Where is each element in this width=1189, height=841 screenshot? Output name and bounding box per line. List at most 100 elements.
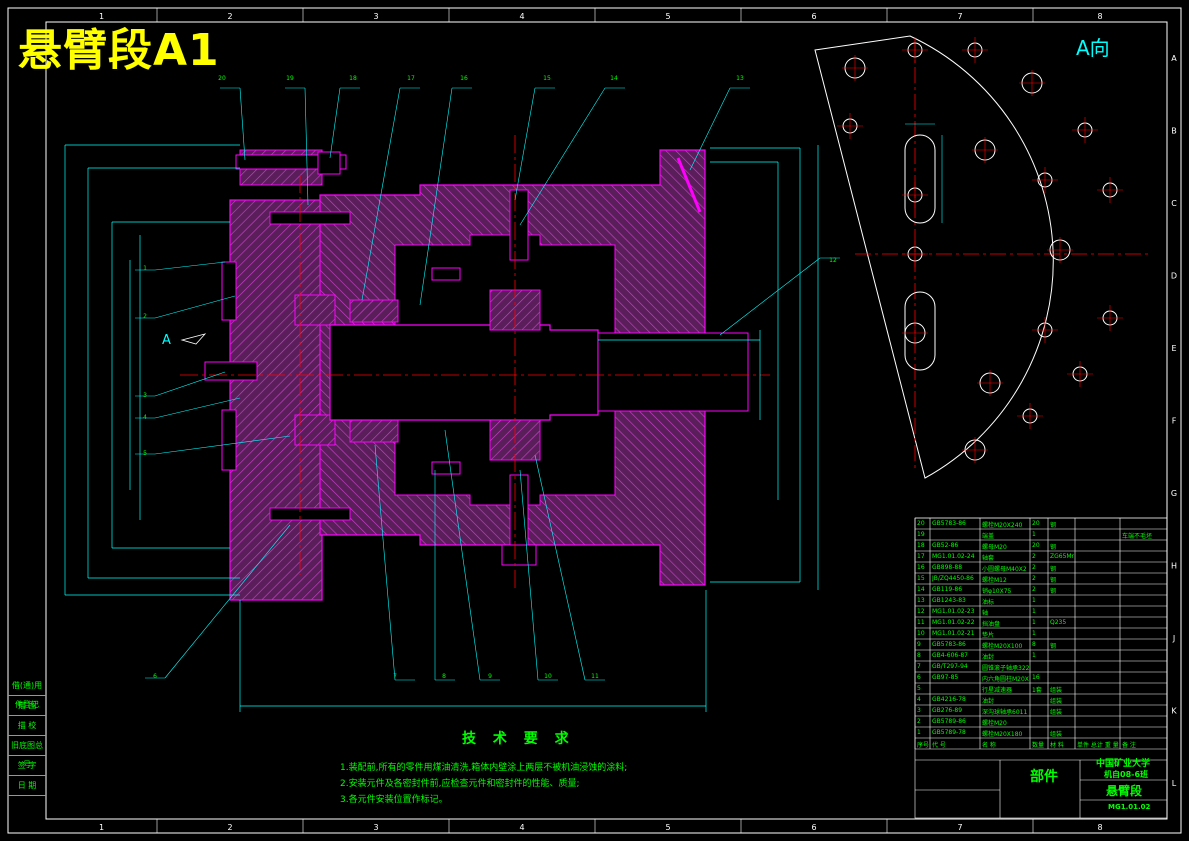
parts-cell: 内六角圆柱M20X20 [982, 676, 1029, 683]
parts-cell: 18 [917, 542, 925, 549]
parts-cell: GB4216-78 [932, 696, 966, 703]
parts-cell: MG1.01.02-24 [932, 553, 975, 560]
zone-number: 1 [99, 823, 104, 832]
callout-label: 16 [460, 75, 468, 82]
tech-notes: 1.装配前,所有的零件用煤油清洗,箱体内壁涂上两层不被机油浸蚀的涂料; 2.安装… [340, 760, 627, 808]
hole-centerline [1032, 167, 1058, 193]
slot-top [904, 134, 936, 224]
parts-cell: 1套 [1032, 687, 1042, 694]
callout-label: 4 [143, 414, 147, 421]
parts-cell: 组装 [1050, 698, 1063, 705]
pin-nut [501, 544, 537, 566]
hole-centerline [902, 37, 928, 63]
parts-cell: ZG65Mn [1050, 553, 1074, 560]
hole-centerline [1047, 237, 1073, 263]
parts-cell: GB4-606-87 [932, 652, 968, 659]
bearing-bottom-left [294, 414, 336, 446]
zone-number: 7 [957, 12, 962, 21]
oil-plug [204, 361, 258, 381]
parts-cell: 14 [917, 586, 925, 593]
hole-centerline [902, 320, 928, 346]
hole-centerline [972, 137, 998, 163]
parts-header-cell: 材 料 [1050, 742, 1064, 749]
parts-header-cell: 名 称 [982, 742, 996, 749]
parts-cell: 1 [917, 729, 921, 736]
zone-number: 7 [957, 823, 962, 832]
callout-label: 13 [736, 75, 744, 82]
callout-label: 20 [218, 75, 226, 82]
parts-cell: MG1.01.02-23 [932, 608, 975, 615]
zone-letter: B [1171, 127, 1177, 136]
output-spline [597, 332, 749, 412]
zone-number: 6 [811, 823, 816, 832]
slot-bottom [904, 291, 936, 371]
parts-cell: 钢 [1050, 588, 1057, 595]
parts-cell: 17 [917, 553, 925, 560]
parts-cell: 油封 [982, 698, 995, 705]
parts-cell: 端盖 [982, 533, 995, 540]
zone-number: 3 [373, 823, 378, 832]
parts-header-cell: 代 号 [932, 742, 946, 749]
oil-gauge [676, 157, 702, 213]
drawing-number: MG1.01.02 [1108, 803, 1151, 811]
hole-centerline [962, 37, 988, 63]
zone-grid [156, 8, 1034, 833]
zone-letter: G [1171, 489, 1177, 498]
callout-label: 12 [829, 257, 837, 264]
drawing-title: 悬臂段A1 [18, 25, 220, 76]
section-arrow [180, 333, 207, 345]
zone-number: 4 [519, 823, 524, 832]
hole-centerline [1017, 403, 1043, 429]
parts-cell: 19 [917, 531, 925, 538]
parts-cell: 圆锥滚子轴承32222 [982, 665, 1029, 672]
parts-cell: 9 [917, 641, 921, 648]
zone-letter: L [1172, 779, 1177, 788]
parts-cell: 2 [1032, 564, 1036, 571]
registration-cell: 描 图 [8, 696, 46, 716]
parts-cell: GB898-88 [932, 564, 963, 571]
a-direction-view [814, 35, 1150, 479]
bearing-bottom-right [349, 419, 399, 443]
zone-letter: K [1171, 706, 1177, 715]
registration-cell: 签 字 [8, 756, 46, 776]
school-name: 中国矿业大学 [1096, 759, 1151, 769]
parts-cell: 轴套 [982, 555, 995, 562]
parts-cell: GB97-85 [932, 674, 959, 681]
zone-letter: C [1171, 199, 1177, 208]
parts-cell: 油标 [982, 599, 995, 606]
zone-letter: J [1172, 634, 1175, 643]
parts-cell: GB1243-83 [932, 597, 966, 604]
pin-top [509, 189, 529, 261]
callout-label: 3 [143, 392, 147, 399]
parts-header-cell: 序号 [917, 742, 929, 749]
hole-centerline [902, 241, 928, 267]
zone-number: 3 [373, 12, 378, 21]
registration-cell: 借(通)用件登记 [8, 676, 46, 709]
parts-cell: 钢 [1050, 544, 1057, 551]
parts-cell: 螺栓M20X240 [982, 522, 1023, 529]
hole-centerline [977, 370, 1003, 396]
parts-cell: MG1.01.02-22 [932, 619, 975, 626]
zone-number: 5 [665, 823, 670, 832]
hole-centerline [842, 55, 868, 81]
hole-centerline [962, 437, 988, 463]
parts-cell: 16 [1032, 674, 1040, 681]
parts-cell: 6 [917, 674, 921, 681]
parts-cell: 组装 [1050, 709, 1063, 716]
zone-number: 4 [519, 12, 524, 21]
callout-label: 6 [153, 673, 157, 680]
parts-cell: 1 [1032, 619, 1036, 626]
parts-cell: 1 [1032, 531, 1036, 538]
bearing-top-right [349, 299, 399, 323]
cap-plate-top [221, 261, 237, 321]
leader-lines [135, 87, 840, 681]
zone-number: 1 [99, 12, 104, 21]
parts-cell: JB/ZQ4450-86 [932, 575, 974, 582]
hole-centerline [1019, 70, 1045, 96]
parts-cell: 15 [917, 575, 925, 582]
parts-cell: 车端不毛坯 [1122, 533, 1153, 540]
parts-cell: MG1.01.02-21 [932, 630, 975, 637]
zone-letter: D [1171, 272, 1177, 281]
